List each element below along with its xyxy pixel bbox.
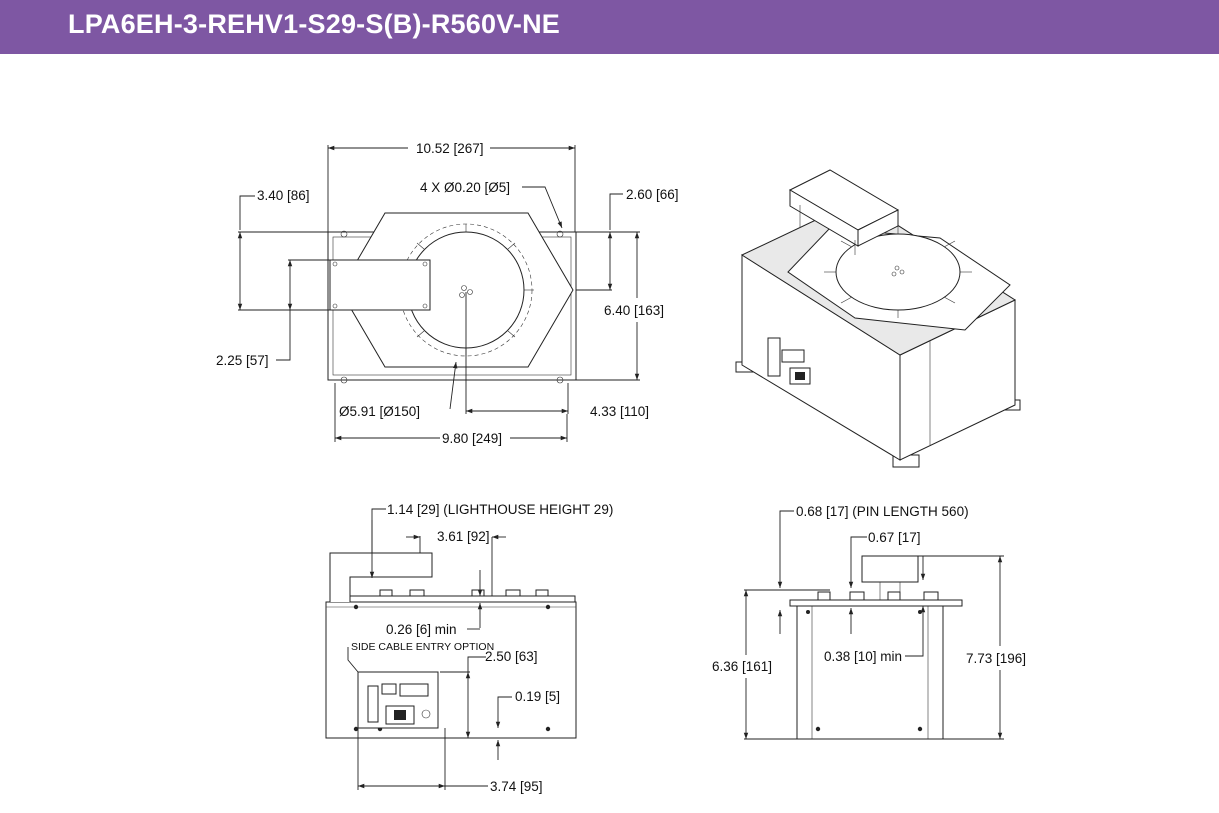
side-top-plate bbox=[789, 599, 963, 607]
side-view-box bbox=[796, 605, 944, 740]
top-left-offset-label: 3.40 [86] bbox=[257, 188, 310, 203]
top-depth-label: 6.40 [163] bbox=[604, 303, 664, 318]
side-lighthouse bbox=[861, 555, 919, 583]
front-view: 1.14 [29] (LIGHTHOUSE HEIGHT 29) 3.61 [9… bbox=[325, 502, 613, 794]
side-pin-offset-label: 0.67 [17] bbox=[868, 530, 921, 545]
side-body-height-label: 6.36 [161] bbox=[712, 659, 772, 674]
top-center-offset-label: 4.33 [110] bbox=[590, 404, 649, 419]
top-view-lighthouse bbox=[329, 259, 431, 311]
iso-disc bbox=[835, 233, 961, 311]
front-min-gap-label: 0.26 [6] min bbox=[386, 622, 457, 637]
page-title: LPA6EH-3-REHV1-S29-S(B)-R560V-NE bbox=[68, 9, 561, 39]
side-total-height-label: 7.73 [196] bbox=[966, 651, 1026, 666]
front-lighthouse-height-label: 1.14 [29] (LIGHTHOUSE HEIGHT 29) bbox=[387, 502, 613, 517]
side-min-gap-label: 0.38 [10] min bbox=[824, 649, 902, 664]
top-disc-label: Ø5.91 [Ø150] bbox=[339, 404, 420, 419]
top-holes-label: 4 X Ø0.20 [Ø5] bbox=[420, 180, 510, 195]
title-banner: LPA6EH-3-REHV1-S29-S(B)-R560V-NE bbox=[0, 0, 1219, 54]
front-connector-bottom-label: 0.19 [5] bbox=[515, 689, 560, 704]
top-base-width-label: 9.80 [249] bbox=[442, 431, 502, 446]
side-pin-length-label: 0.68 [17] (PIN LENGTH 560) bbox=[796, 504, 969, 519]
front-connector-offset-label: 3.74 [95] bbox=[490, 779, 543, 794]
top-view: 10.52 [267] 4 X Ø0.20 [Ø5] 3.40 [86] 2.6… bbox=[216, 141, 679, 446]
top-right-offset-label: 2.60 [66] bbox=[626, 187, 679, 202]
front-lighthouse bbox=[329, 552, 433, 602]
front-connector-height-label: 2.50 [63] bbox=[485, 649, 538, 664]
front-side-cable-label: SIDE CABLE ENTRY OPTION bbox=[351, 641, 494, 653]
side-view: 0.68 [17] (PIN LENGTH 560) 0.67 [17] 6.3… bbox=[712, 504, 1026, 740]
top-lighthouse-width-label: 2.25 [57] bbox=[216, 353, 269, 368]
front-pin-spacing-label: 3.61 [92] bbox=[437, 529, 490, 544]
isometric-view bbox=[735, 169, 1021, 468]
top-width-label: 10.52 [267] bbox=[416, 141, 484, 156]
